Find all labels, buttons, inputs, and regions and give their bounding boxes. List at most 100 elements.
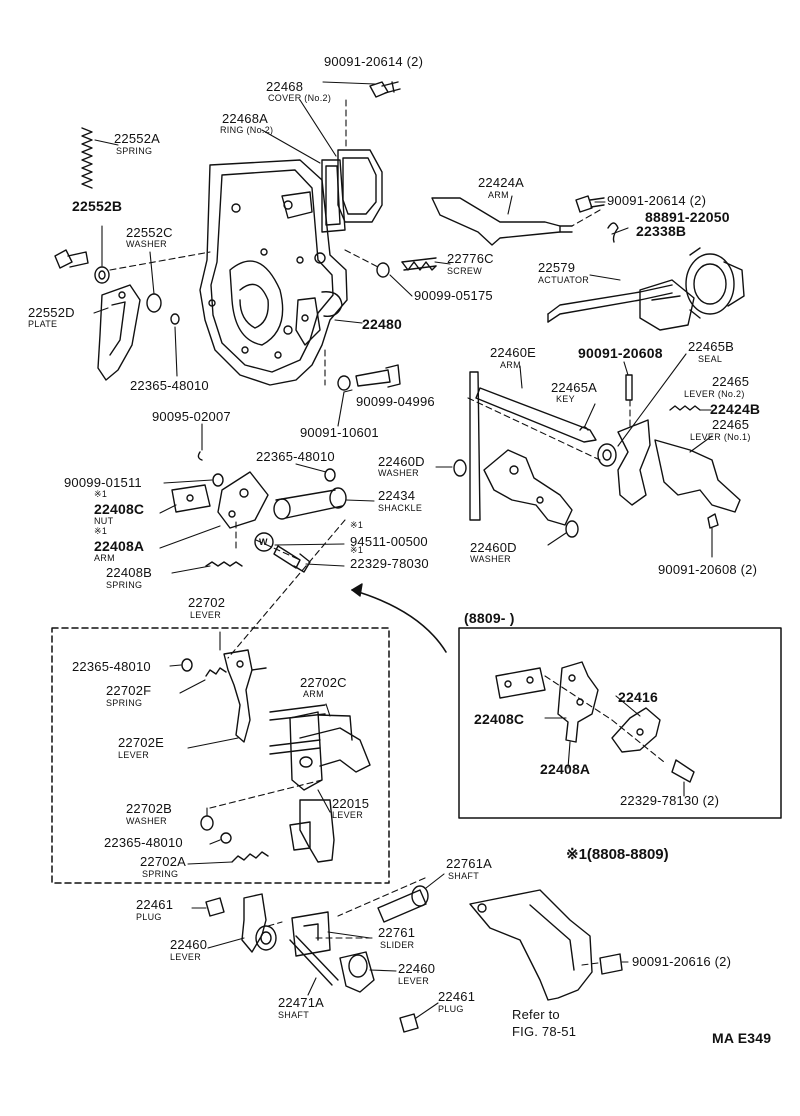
label-22365-48010-d: 22365-48010 bbox=[104, 835, 183, 850]
washer-22552C bbox=[146, 293, 162, 313]
label-22329-78030: 22329-78030 bbox=[350, 556, 429, 571]
label-22465B: 22465B bbox=[688, 339, 735, 354]
label-90099-05175: 90099-05175 bbox=[414, 288, 493, 303]
label-22461-a: 22461 bbox=[136, 897, 174, 912]
label-94511-00500: 94511-00500 bbox=[350, 534, 428, 549]
bolt-22329-78030 bbox=[273, 545, 311, 573]
label-22461-b-sub: PLUG bbox=[438, 1004, 464, 1014]
label-22408B: 22408B bbox=[106, 565, 153, 580]
label-22465-no2: 22465 bbox=[712, 374, 750, 389]
label-22468A: 22468A bbox=[222, 111, 269, 126]
label-22460D-a: 22460D bbox=[378, 454, 425, 469]
label-22461-a-sub: PLUG bbox=[136, 912, 162, 922]
label-22460D-b-sub: WASHER bbox=[470, 554, 511, 564]
washer-94511 bbox=[254, 532, 274, 552]
screw-22776C bbox=[376, 257, 437, 278]
label-22552A: 22552A bbox=[114, 131, 161, 146]
label-22460E-sub: ARM bbox=[500, 360, 521, 370]
label-22408C: 22408C bbox=[94, 501, 145, 517]
label-22702F-sub: SPRING bbox=[106, 698, 143, 708]
label-88891-22050: 88891-22050 bbox=[645, 209, 730, 225]
label-22702E: 22702E bbox=[118, 735, 165, 750]
cover-22468 bbox=[321, 149, 383, 233]
label-22702E-sub: LEVER bbox=[118, 750, 150, 760]
label-22408C-inset: 22408C bbox=[474, 711, 525, 727]
label-22579: 22579 bbox=[538, 260, 576, 275]
label-22552D: 22552D bbox=[28, 305, 75, 320]
label-22702: 22702 bbox=[188, 595, 226, 610]
label-90095-02007: 90095-02007 bbox=[152, 409, 231, 424]
label-22460E: 22460E bbox=[490, 345, 537, 360]
label-90099-04996: 90099-04996 bbox=[356, 394, 435, 409]
label-22424A-sub: ARM bbox=[488, 190, 509, 200]
label-90091-20616: 90091-20616 (2) bbox=[632, 954, 732, 969]
bracket-ref-78-51 bbox=[469, 889, 623, 1001]
label-22408B-sub: SPRING bbox=[106, 580, 143, 590]
refer-line-1: Refer to bbox=[512, 1007, 560, 1022]
shaft-22471A bbox=[289, 935, 339, 986]
label-22702C: 22702C bbox=[300, 675, 347, 690]
label-22702A: 22702A bbox=[140, 854, 187, 869]
label-22702A-sub: SPRING bbox=[142, 869, 179, 879]
clip-22338B bbox=[607, 222, 619, 243]
diagram-code: MA E349 bbox=[712, 1030, 772, 1046]
label-22424B: 22424B bbox=[710, 401, 761, 417]
label-22465-no1: 22465 bbox=[712, 417, 750, 432]
lever-22460-a bbox=[241, 893, 277, 953]
label-22434-sub: SHACKLE bbox=[378, 503, 423, 513]
label-22460D-b: 22460D bbox=[470, 540, 517, 555]
arm-22408A-assembly bbox=[171, 451, 269, 567]
label-22761: 22761 bbox=[378, 925, 416, 940]
label-90091-20608-2: 90091-20608 (2) bbox=[658, 562, 758, 577]
label-22468A-sub: RING (No.2) bbox=[220, 125, 274, 135]
label-22460-b-sub: LEVER bbox=[398, 976, 430, 986]
label-22552C: 22552C bbox=[126, 225, 173, 240]
label-22761A: 22761A bbox=[446, 856, 493, 871]
housing-22480 bbox=[199, 159, 348, 386]
lever-22702-parts bbox=[181, 649, 371, 863]
arm-22460E bbox=[469, 371, 597, 526]
screw-90091-20614 bbox=[369, 81, 401, 98]
label-90091-10601: 90091-10601 bbox=[300, 425, 379, 440]
plate-22552D bbox=[97, 284, 141, 381]
shaft-22761A bbox=[377, 885, 429, 923]
label-22408A: 22408A bbox=[94, 538, 145, 554]
washer-22460D-a bbox=[453, 459, 467, 477]
label-22408C-sub: NUT bbox=[94, 516, 114, 526]
leader-lines bbox=[93, 81, 713, 1019]
inset-parts bbox=[495, 661, 695, 783]
spring-22552A bbox=[81, 127, 93, 189]
label-22552D-sub: PLATE bbox=[28, 319, 58, 329]
refer-line-2: FIG. 78-51 bbox=[512, 1024, 577, 1039]
lever-22702-box bbox=[51, 627, 390, 884]
inset-box bbox=[458, 627, 782, 819]
label-90091-20614-right: 90091-20614 (2) bbox=[607, 193, 707, 208]
washer-w-mark: W bbox=[259, 537, 268, 547]
label-22776C: 22776C bbox=[447, 251, 494, 266]
label-22468: 22468 bbox=[266, 79, 304, 94]
label-22338B: 22338B bbox=[636, 223, 687, 239]
label-22468-sub: COVER (No.2) bbox=[268, 93, 332, 103]
label-22702-sub: LEVER bbox=[190, 610, 222, 620]
label-22761-sub: SLIDER bbox=[380, 940, 415, 950]
label-22015: 22015 bbox=[332, 796, 370, 811]
label-22015-sub: LEVER bbox=[332, 810, 364, 820]
note-title: ※1(8808-8809) bbox=[566, 846, 669, 863]
label-22702B-sub: WASHER bbox=[126, 816, 167, 826]
label-22416: 22416 bbox=[618, 689, 658, 705]
clip-22365-b bbox=[324, 468, 336, 482]
bolt-22552B bbox=[54, 249, 110, 284]
washer-22460D-b bbox=[565, 520, 579, 538]
label-22461-b: 22461 bbox=[438, 989, 476, 1004]
lever-22460-b bbox=[339, 951, 375, 993]
label-22365-48010-b: 22365-48010 bbox=[256, 449, 335, 464]
label-90091-20608: 90091-20608 bbox=[578, 345, 663, 361]
label-22465-no1-sub: LEVER (No.1) bbox=[690, 432, 751, 442]
inset-pointer-arrow bbox=[351, 583, 447, 653]
label-22460-a: 22460 bbox=[170, 937, 208, 952]
bolt-90091-20614-right bbox=[575, 195, 605, 213]
label-22465A: 22465A bbox=[551, 380, 598, 395]
label-94511-mark: ※1 bbox=[350, 520, 364, 530]
label-90099-01511: 90099-01511 bbox=[64, 475, 142, 490]
